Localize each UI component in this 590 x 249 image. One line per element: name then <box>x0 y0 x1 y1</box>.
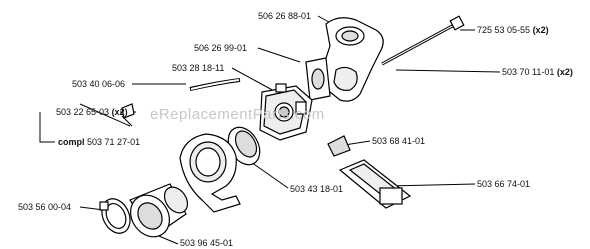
part-label: 503 40 06-06 <box>72 79 126 89</box>
cable-clip <box>121 103 135 119</box>
hose-clamp <box>99 198 131 234</box>
part-number: 725 53 05-55 <box>477 25 531 35</box>
part-label: 503 28 18-11 <box>172 63 225 73</box>
leader-line <box>395 69 501 73</box>
throttle-link <box>327 135 351 157</box>
part-label: 503 96 45-01 <box>180 238 234 248</box>
quantity-badge: (x2) <box>111 107 128 117</box>
part-number: 503 22 65-03 <box>56 107 110 117</box>
leader-line <box>387 183 476 187</box>
part-label: 503 43 18-01 <box>290 184 344 194</box>
leader-line <box>231 67 277 93</box>
intake-manifold <box>322 17 384 102</box>
watermark: eReplacementParts.com <box>150 106 325 123</box>
screw <box>381 15 465 66</box>
carburetor-gasket <box>305 57 331 101</box>
air-filter-bracket <box>179 133 241 213</box>
part-label: 503 56 00-04 <box>18 202 72 212</box>
part-label: 503 22 65-03 (x2) <box>56 107 128 117</box>
part-label: 506 26 99-01 <box>194 43 248 53</box>
carburetor <box>259 83 313 141</box>
quantity-badge: (x2) <box>556 67 573 77</box>
fuel-hose-core <box>190 79 240 90</box>
part-label: 503 66 74-01 <box>477 179 531 189</box>
leader-line <box>247 159 289 189</box>
part-label: 503 70 11-01 (x2) <box>502 67 573 77</box>
compl-prefix: compl <box>58 137 85 147</box>
leader-line <box>79 103 131 127</box>
leader-line <box>39 112 55 143</box>
part-label: compl 503 71 27-01 <box>58 137 140 147</box>
intake-boot <box>129 183 189 238</box>
part-number: 503 71 27-01 <box>87 137 141 147</box>
part-label: 506 26 88-01 <box>258 11 312 21</box>
part-label: 503 68 41-01 <box>372 136 426 146</box>
choke-plate <box>338 159 412 209</box>
part-label: 725 53 05-55 (x2) <box>477 25 549 35</box>
quantity-badge: (x2) <box>532 25 549 35</box>
leader-line <box>257 47 301 63</box>
part-number: 503 70 11-01 <box>502 67 555 77</box>
